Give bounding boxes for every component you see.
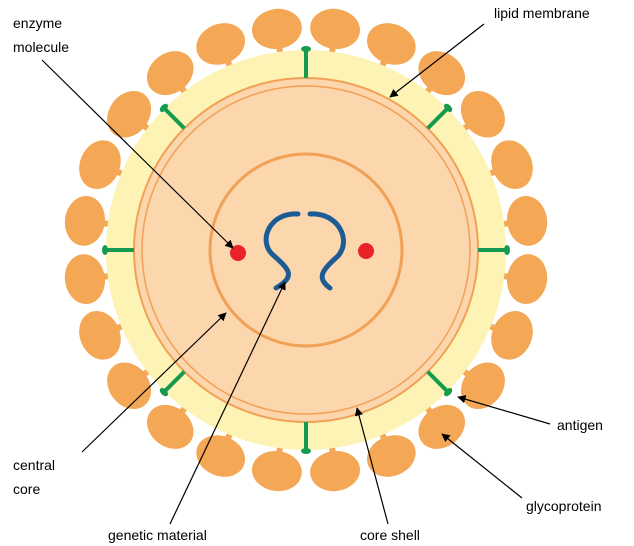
glycoprotein-head (249, 448, 304, 494)
antigen-tip (504, 245, 510, 255)
enzyme-molecule-dot (358, 243, 374, 259)
glycoprotein-head (62, 193, 108, 248)
label-glycoprotein: glycoprotein (526, 498, 602, 514)
antigen-tip (301, 448, 311, 454)
glycoprotein-head (504, 193, 550, 248)
label-antigen: antigen (557, 417, 603, 433)
glycoprotein-head (62, 252, 108, 307)
glycoprotein-head (308, 448, 363, 494)
label-central-line2: core (13, 481, 40, 497)
antigen-tip (301, 46, 311, 52)
label-enzyme-line2: molecule (13, 39, 69, 55)
core-shell (134, 78, 478, 422)
label-central-line1: central (13, 457, 55, 473)
label-core-shell: core shell (360, 527, 420, 543)
glycoprotein-head (249, 6, 304, 52)
glycoprotein-head (504, 252, 550, 307)
glycoprotein-head (308, 6, 363, 52)
label-genetic-material: genetic material (108, 527, 207, 543)
label-lipid-membrane: lipid membrane (494, 5, 590, 21)
pointer-antigen (458, 397, 550, 424)
label-enzyme-line1: enzyme (13, 15, 62, 31)
antigen-tip (102, 245, 108, 255)
pointer-glycoprotein (442, 434, 522, 498)
